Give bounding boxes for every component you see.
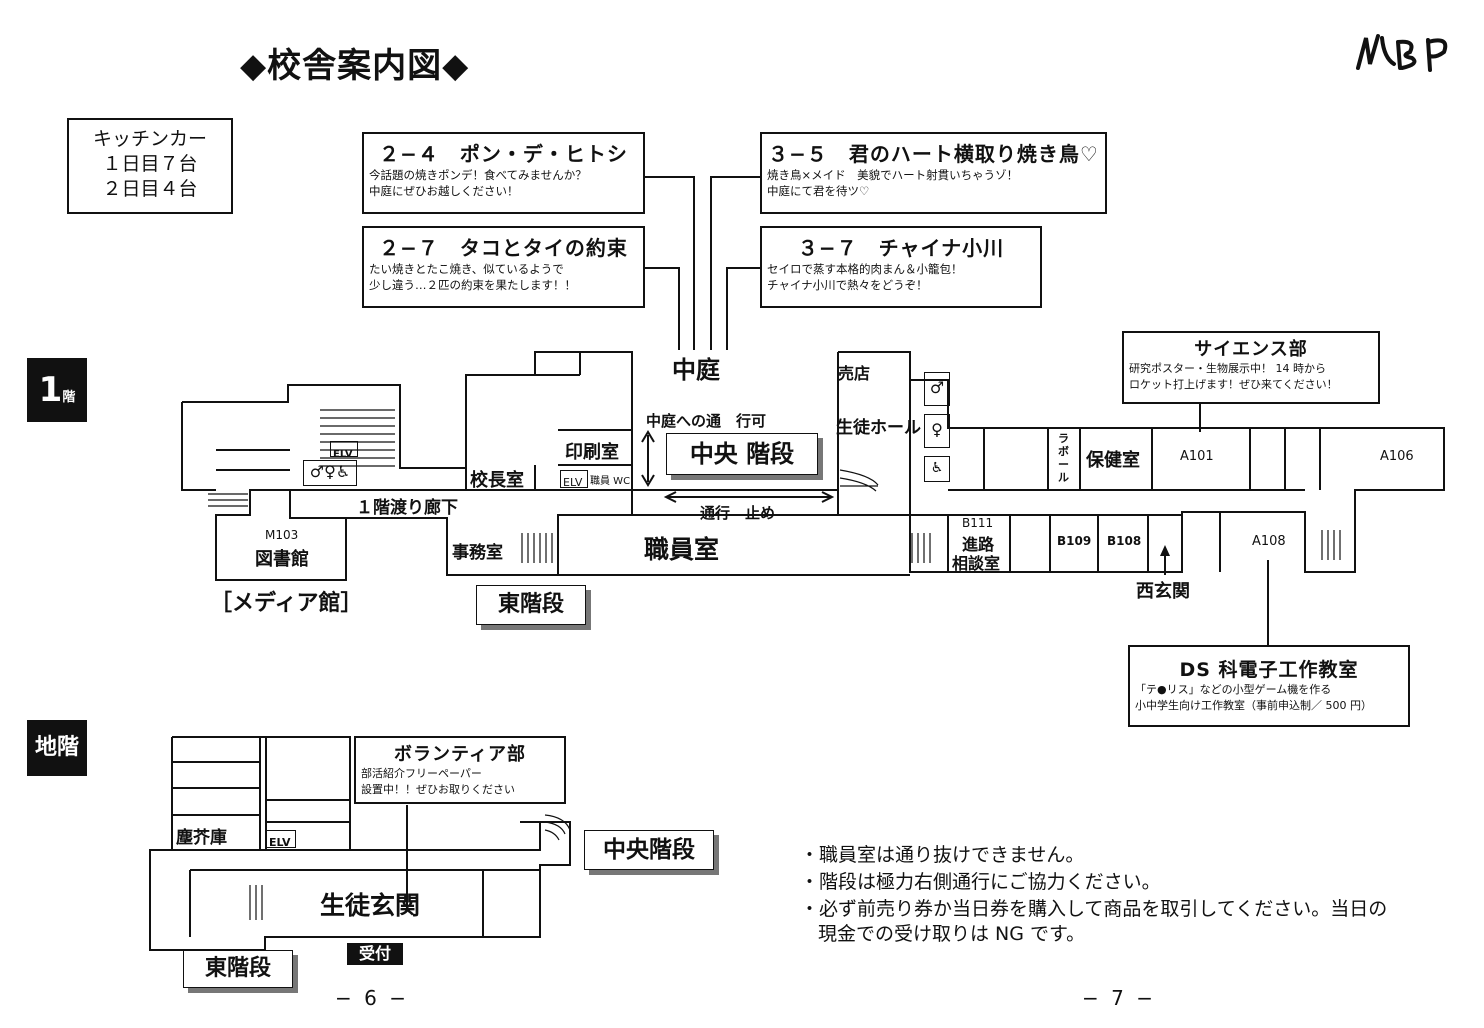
b108-label: B108 — [1107, 534, 1142, 548]
labor-room-char1: ラ — [1058, 432, 1069, 445]
b109-label: B109 — [1057, 534, 1092, 548]
a101-label: A101 — [1180, 449, 1214, 464]
page-number-left: − 6 − — [335, 986, 409, 1010]
labor-room-char2: ボ — [1058, 445, 1069, 458]
courtyard-pass-label: 中庭への通 行可 — [646, 412, 767, 430]
callout-3-7-line2: チャイナ小川で熱々をどうぞ！ — [767, 278, 928, 292]
science-club-line2: ロケット打上げます！ぜひ来てください！ — [1129, 378, 1338, 391]
floor-1-suffix: 階 — [62, 390, 76, 405]
reception-label: 受付 — [347, 943, 403, 965]
student-entrance-label: 生徒玄関 — [320, 891, 421, 920]
volunteer-club-line1: 部活紹介フリーペーパー — [361, 767, 482, 780]
central-stairs-label-basement: 中央階段 — [603, 837, 695, 863]
volunteer-club-title: ボランティア部 — [394, 744, 526, 765]
elv-box-1f: ELV — [560, 470, 588, 489]
note-no-pass-through: ・職員室は通り抜けできません。 — [800, 844, 1085, 866]
labor-room-label: ラ ボ ー ル — [1058, 432, 1069, 484]
staff-room-label: 職員室 — [644, 535, 720, 564]
west-entrance-label: 西玄関 — [1136, 581, 1190, 602]
basement-badge: 地階 — [27, 720, 87, 776]
kitchen-car-day2: ２日目４台 — [102, 178, 198, 200]
note-tickets-cont: 現金での受け取りは NG です。 — [818, 923, 1086, 945]
central-stairs-label: 中央 階段 — [689, 440, 795, 468]
restroom-female-icon: ♀ — [924, 414, 950, 448]
staff-wc-label: 職員 WC — [590, 476, 631, 487]
career-room-label-2: 相談室 — [952, 554, 1001, 573]
callout-2-7-line2: 少し違う…２匹の約束を果たします！！ — [369, 278, 576, 292]
callout-2-7-title: ２−７ タコとタイの約束 — [379, 236, 628, 260]
kitchen-car-day1: １日目７台 — [102, 153, 198, 175]
m103-label: M103 — [265, 528, 299, 542]
floor-1-badge: 1階 — [27, 358, 87, 422]
callout-3-5: ３−５ 君のハート横取り焼き鳥♡ 焼き鳥×メイド 美貌でハート射貫いちゃうゾ！ … — [760, 132, 1107, 214]
central-stairs-box: 中央 階段 — [666, 433, 818, 475]
ds-workshop-line1: 「テ●リス」などの小型ゲーム機を作る — [1135, 683, 1332, 696]
callout-2-7-line1: たい焼きとたこ焼き、似ているようで — [369, 262, 564, 276]
labor-room-char3: ー — [1058, 458, 1069, 471]
elv-label-basement: ELV — [269, 836, 291, 849]
science-club-title: サイエンス部 — [1194, 339, 1308, 360]
a108-label: A108 — [1252, 534, 1286, 549]
a106-label: A106 — [1380, 449, 1414, 464]
callout-volunteer-club: ボランティア部 部活紹介フリーペーパー 設置中！！ぜひお取りください — [354, 736, 566, 804]
callout-2-4-line1: 今話題の焼きポンデ！食べてみませんか？ — [369, 168, 587, 182]
career-room-label-1: 進路 — [962, 535, 995, 554]
print-room-label: 印刷室 — [565, 442, 619, 463]
elv-label-1f: ELV — [563, 476, 583, 489]
callout-3-7: ３−７ チャイナ小川 セイロで蒸す本格的肉まん＆小籠包！ チャイナ小川で熱々をど… — [760, 226, 1042, 308]
east-stairs-box-basement: 東階段 — [183, 950, 293, 988]
ds-workshop-title: DS 科電子工作教室 — [1179, 659, 1359, 681]
note-stairs-right: ・階段は極力右側通行にご協力ください。 — [800, 871, 1161, 893]
floor-1-number: 1 — [38, 370, 63, 410]
b111-label: B111 — [962, 516, 994, 530]
callout-3-7-line1: セイロで蒸す本格的肉まん＆小籠包！ — [767, 262, 963, 276]
store-label: 売店 — [838, 364, 871, 383]
nurse-office-label: 保健室 — [1086, 450, 1140, 471]
kitchen-car-title: キッチンカー — [92, 128, 207, 150]
corridor-label: １階渡り廊下 — [356, 498, 458, 518]
callout-3-5-title: ３−５ 君のハート横取り焼き鳥♡ — [768, 142, 1099, 166]
library-label: 図書館 — [255, 549, 309, 570]
ds-workshop-line2: 小中学生向け工作教室（事前申込制／ 500 円） — [1135, 699, 1372, 712]
callout-3-5-line1: 焼き鳥×メイド 美貌でハート射貫いちゃうゾ！ — [767, 168, 1019, 182]
restroom-male-icon: ♂ — [924, 372, 950, 406]
page-title: ◆校舎案内図◆ — [240, 46, 470, 86]
callout-science-club: サイエンス部 研究ポスター・生物展示中！ 14 時から ロケット打上げます！ぜひ… — [1122, 331, 1380, 404]
mbp-logo — [1354, 28, 1464, 82]
callout-3-5-line2: 中庭にて君を待ツ♡ — [767, 184, 870, 198]
principal-room-label: 校長室 — [470, 470, 524, 491]
callout-3-7-title: ３−７ チャイナ小川 — [797, 236, 1005, 260]
callout-2-7: ２−７ タコとタイの約束 たい焼きとたこ焼き、似ているようで 少し違う…２匹の約… — [362, 226, 645, 308]
east-stairs-box-1f: 東階段 — [476, 585, 586, 625]
restroom-icon-media: ♂♀♿ — [303, 460, 357, 486]
east-stairs-label-1f: 東階段 — [497, 592, 564, 617]
no-pass-label: 通行 止め — [700, 504, 776, 522]
page-number-right: − 7 − — [1082, 986, 1156, 1010]
callout-2-4-line2: 中庭にぜひお越しください！ — [369, 184, 519, 198]
student-hall-label: 生徒ホール — [836, 418, 921, 438]
callout-2-4-title: ２−４ ポン・デ・ヒトシ — [379, 142, 628, 166]
elv-box-media: ELV — [330, 441, 358, 460]
note-tickets: ・必ず前売り券か当日券を購入して商品を取引してください。当日の — [800, 898, 1388, 920]
callout-2-4: ２−４ ポン・デ・ヒトシ 今話題の焼きポンデ！食べてみませんか？ 中庭にぜひお越… — [362, 132, 645, 214]
labor-room-char4: ル — [1058, 471, 1069, 484]
elv-box-basement: ELV — [266, 830, 296, 849]
callout-ds-workshop: DS 科電子工作教室 「テ●リス」などの小型ゲーム機を作る 小中学生向け工作教室… — [1128, 645, 1410, 727]
media-hall-label: ［メディア館］ — [210, 591, 363, 616]
courtyard-label: 中庭 — [672, 356, 720, 384]
office-label: 事務室 — [452, 543, 503, 563]
volunteer-club-line2: 設置中！！ぜひお取りください — [361, 783, 515, 796]
science-club-line1: 研究ポスター・生物展示中！ 14 時から — [1129, 362, 1326, 375]
east-stairs-label-basement: 東階段 — [204, 956, 271, 981]
central-stairs-box-basement: 中央階段 — [584, 830, 714, 870]
dust-room-label: 塵芥庫 — [176, 828, 227, 848]
kitchen-car-box: キッチンカー １日目７台 ２日目４台 — [67, 118, 233, 214]
elv-label-media: ELV — [333, 449, 353, 460]
accessible-restroom-icon: ♿ — [924, 456, 950, 482]
